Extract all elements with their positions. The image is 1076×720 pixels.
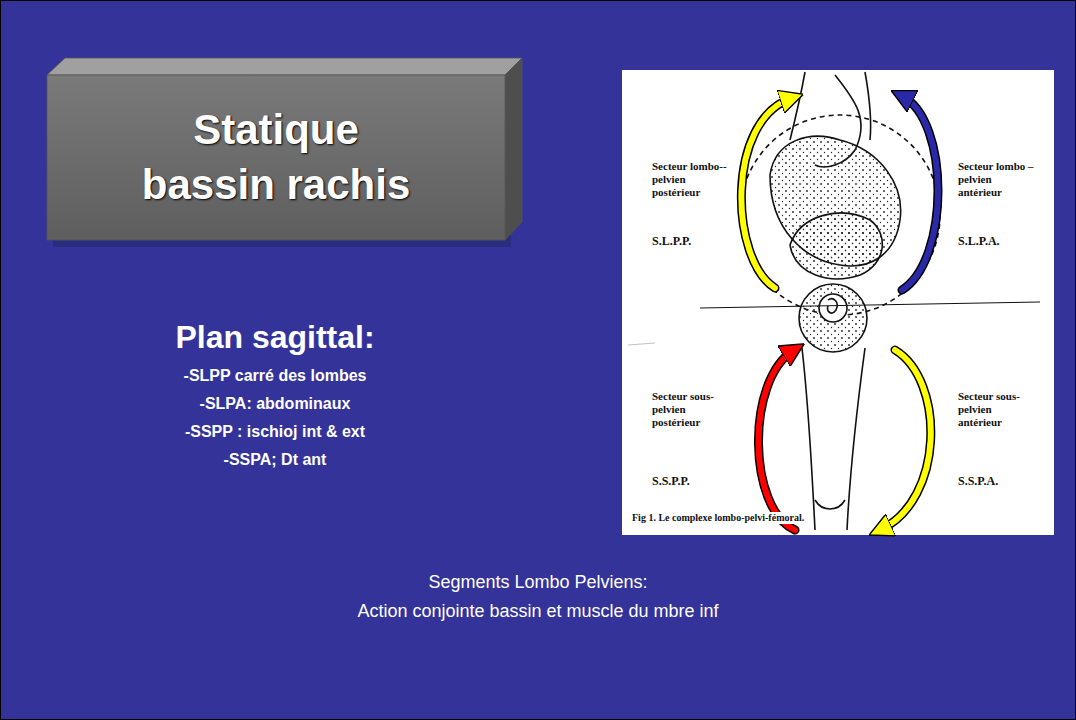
sector-abbrev: S.S.P.P. — [652, 474, 728, 488]
box-bevel-top — [47, 58, 522, 75]
box-bevel-side — [505, 58, 522, 240]
list-item: -SLPP carré des lombes — [75, 366, 475, 385]
horizontal-line — [700, 302, 1040, 308]
sector-label: Secteur sous- pelvien postérieur — [652, 390, 728, 430]
arrow-outline — [880, 350, 931, 530]
section-heading: Plan sagittal: — [75, 318, 475, 356]
sector-label: Secteur lombo-- pelvien postérieur — [652, 160, 728, 200]
spine-line — [865, 72, 871, 140]
pelvis-illustration — [628, 72, 1040, 530]
list-item: -SLPA: abdominaux — [75, 394, 475, 413]
sspp-arrow — [758, 350, 795, 530]
title-box: Statique bassin rachis — [47, 75, 505, 240]
sspa-arrow — [880, 350, 931, 530]
list-item: -SSPP : ischioj int & ext — [75, 422, 475, 441]
sector-label: Secteur lombo – pelvien antérieur — [958, 160, 1038, 200]
footer-text: Segments Lombo Pelviens: — [238, 572, 838, 594]
title-text: Statique bassin rachis — [131, 103, 421, 212]
femur-line — [802, 348, 815, 530]
sector-abbrev: S.S.P.A. — [958, 474, 1038, 488]
condyle — [815, 500, 845, 509]
sector-abbrev: S.L.P.A. — [958, 234, 1038, 248]
slpa-arrow — [902, 96, 938, 290]
muscle-arrows — [741, 96, 938, 530]
arrow-outline — [741, 98, 792, 288]
femoral-head — [799, 284, 867, 352]
sacrum-shape — [790, 213, 882, 279]
arrow-outline — [758, 350, 795, 530]
sector-label: Secteur sous- pelvien antérieur — [958, 390, 1038, 430]
list-item: -SSPA; Dt ant — [75, 450, 475, 469]
acetabulum — [819, 294, 847, 322]
sector-abbrev: S.L.P.P. — [652, 234, 728, 248]
femur-line — [847, 348, 865, 530]
arrow-outline — [902, 96, 938, 290]
slpp-arrow — [741, 98, 792, 288]
scan-mark — [628, 343, 655, 345]
footer-text: Action conjointe bassin et muscle du mbr… — [188, 601, 888, 623]
figure-ground — [622, 70, 1054, 535]
figure-caption: Fig 1. Le complexe lombo-pelvi-fémoral. — [630, 512, 806, 524]
box-face — [47, 75, 505, 240]
spine-line — [790, 72, 805, 140]
